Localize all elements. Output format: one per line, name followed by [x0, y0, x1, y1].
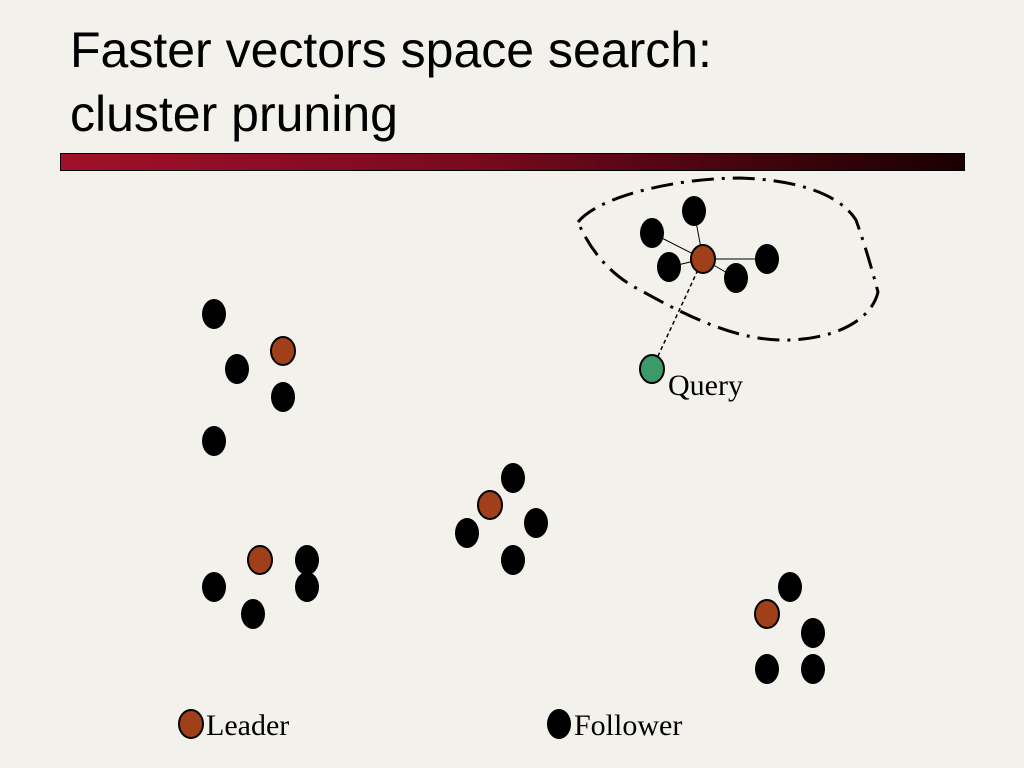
follower-dot — [657, 252, 681, 282]
title-rule — [60, 153, 965, 171]
follower-dot — [295, 572, 319, 602]
follower-dot — [225, 354, 249, 384]
leader-dot — [477, 490, 503, 520]
follower-dot — [755, 244, 779, 274]
follower-dot — [501, 545, 525, 575]
leader-dot — [690, 244, 716, 274]
follower-dot — [455, 518, 479, 548]
leader-dot — [754, 599, 780, 629]
cluster-boundary — [576, 176, 880, 342]
query-label: Query — [668, 369, 743, 402]
title-line-2: cluster pruning — [70, 86, 398, 142]
leader-dot — [247, 545, 273, 575]
follower-dot — [202, 572, 226, 602]
follower-dot — [755, 654, 779, 684]
follower-dot — [801, 654, 825, 684]
legend-follower-label: Follower — [574, 709, 683, 742]
cluster-middle — [455, 463, 548, 575]
follower-dot — [801, 618, 825, 648]
query-link — [651, 258, 704, 370]
follower-dot — [202, 299, 226, 329]
legend-leader-swatch — [178, 709, 204, 739]
cluster-top-right — [640, 196, 779, 293]
cluster-bottom-right — [754, 572, 825, 684]
follower-dot — [241, 599, 265, 629]
slide-title: Faster vectors space search: cluster pru… — [70, 18, 712, 146]
title-line-1: Faster vectors space search: — [70, 22, 712, 78]
follower-dot — [271, 382, 295, 412]
legend-follower-swatch — [547, 709, 571, 739]
follower-dot — [778, 572, 802, 602]
follower-dot — [640, 218, 664, 248]
follower-dot — [724, 263, 748, 293]
cluster-top-left — [202, 299, 296, 456]
leader-dot — [270, 336, 296, 366]
follower-dot — [295, 545, 319, 575]
legend-leader-label: Leader — [206, 709, 290, 742]
follower-dot — [501, 463, 525, 493]
follower-dot — [682, 196, 706, 226]
follower-dot — [202, 426, 226, 456]
query-dot — [639, 354, 665, 384]
follower-dot — [524, 508, 548, 538]
cluster-bottom-left — [202, 545, 319, 629]
